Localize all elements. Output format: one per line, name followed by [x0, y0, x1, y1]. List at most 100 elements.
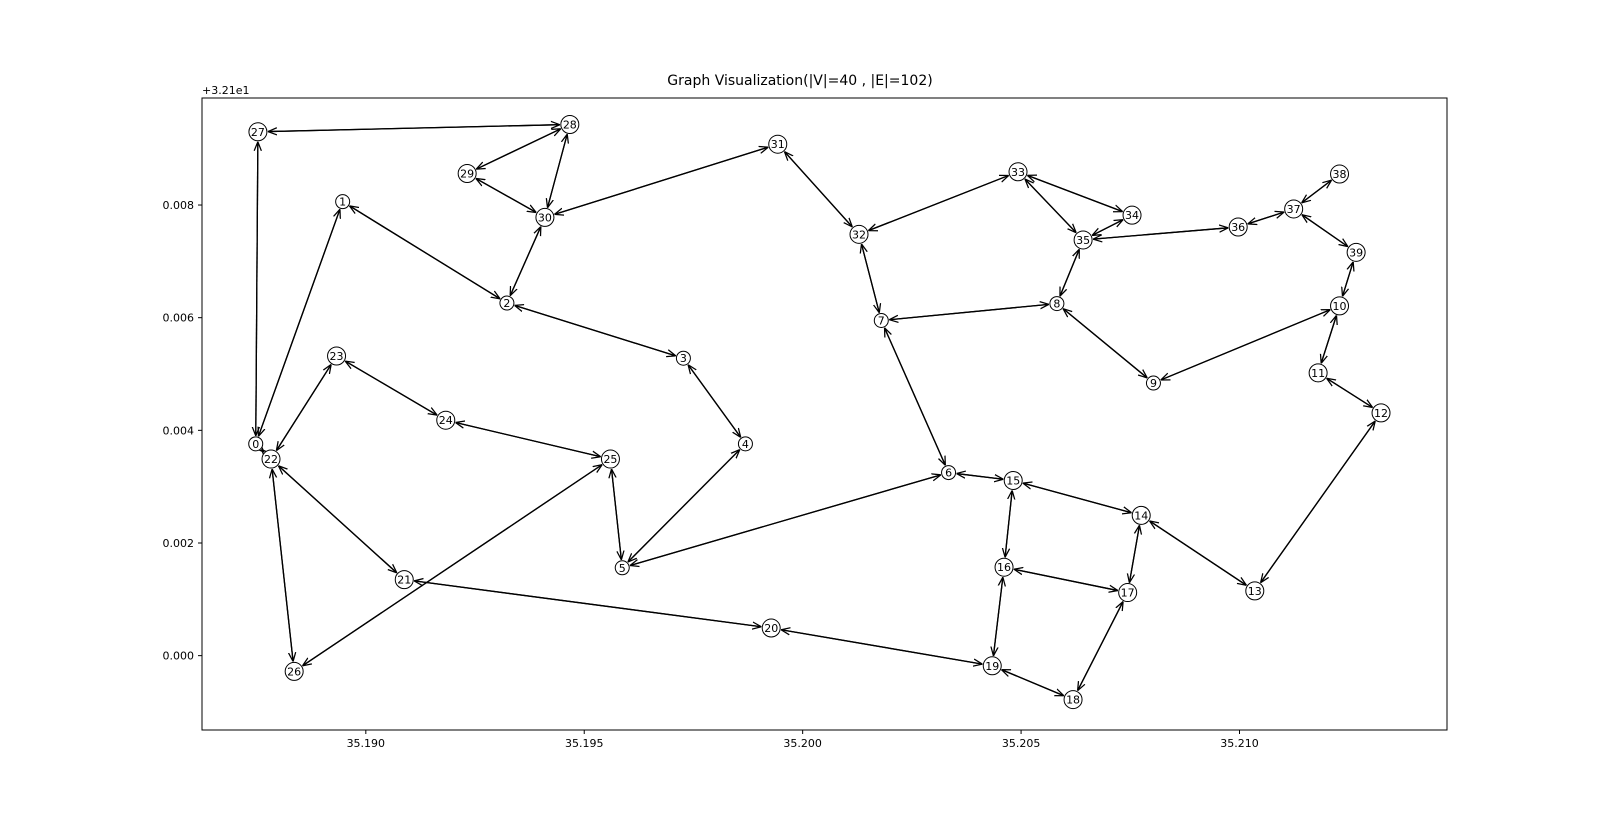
node-16 — [994, 557, 1014, 577]
edge-26-to-22 — [272, 469, 294, 662]
node-25 — [600, 449, 620, 469]
node-30 — [535, 207, 555, 227]
edge-7-to-6 — [883, 327, 946, 465]
edge-9-to-8 — [1063, 309, 1148, 379]
node-27 — [248, 122, 268, 142]
edge-39-to-37 — [1302, 215, 1349, 248]
edge-1-to-0 — [258, 208, 341, 436]
node-14 — [1131, 505, 1151, 525]
node-33 — [1008, 162, 1028, 182]
node-24 — [436, 410, 456, 430]
node-label-26: 26 — [287, 665, 301, 678]
edge-35-to-8 — [1060, 248, 1080, 296]
node-label-15: 15 — [1006, 474, 1020, 487]
node-label-1: 1 — [339, 196, 346, 209]
node-label-28: 28 — [563, 118, 577, 131]
node-5 — [614, 560, 630, 576]
node-8 — [1049, 296, 1065, 312]
edge-4-to-3 — [688, 365, 742, 438]
node-0 — [248, 436, 264, 452]
edge-13-to-12 — [1260, 421, 1376, 584]
y-tick-label: 0.002 — [163, 537, 195, 550]
edge-28-to-27 — [268, 124, 560, 132]
node-32 — [849, 224, 869, 244]
y-tick-label: 0.004 — [163, 424, 195, 437]
edge-35-to-33 — [1025, 179, 1077, 234]
node-23 — [327, 346, 347, 366]
edge-2-to-1 — [349, 206, 501, 300]
node-34 — [1122, 205, 1142, 225]
node-label-24: 24 — [439, 414, 453, 427]
edge-16-to-15 — [1004, 490, 1012, 558]
edge-19-to-18 — [1001, 669, 1063, 696]
y-tick-label: 0.008 — [163, 199, 195, 212]
edge-38-to-37 — [1302, 179, 1332, 203]
edge-36-to-35 — [1093, 227, 1229, 239]
edge-37-to-36 — [1248, 211, 1285, 224]
node-label-14: 14 — [1134, 509, 1148, 522]
node-label-39: 39 — [1349, 246, 1363, 259]
edge-17-to-16 — [1014, 569, 1119, 592]
node-label-27: 27 — [251, 126, 265, 139]
node-label-16: 16 — [997, 561, 1011, 574]
node-11 — [1308, 363, 1328, 383]
edge-31-to-30 — [554, 146, 769, 214]
x-tick-label: 35.210 — [1220, 737, 1259, 750]
node-label-19: 19 — [985, 660, 999, 673]
graph-edges — [256, 125, 1375, 696]
edge-26-to-25 — [302, 465, 602, 667]
chart-title: Graph Visualization(|V|=40 , |E|=102) — [667, 73, 932, 89]
node-3 — [675, 350, 691, 366]
node-label-32: 32 — [852, 228, 866, 241]
edge-8-to-7 — [889, 303, 1049, 319]
edge-11-to-10 — [1320, 315, 1336, 364]
y-tick-label: 0.006 — [163, 312, 195, 325]
edge-15-to-14 — [1022, 482, 1132, 513]
edge-33-to-32 — [868, 174, 1009, 230]
node-18 — [1063, 690, 1083, 710]
node-label-34: 34 — [1125, 209, 1139, 222]
edge-39-to-10 — [1342, 261, 1354, 296]
node-2 — [499, 295, 515, 311]
node-label-3: 3 — [680, 352, 687, 365]
node-35 — [1073, 230, 1093, 250]
node-26 — [284, 661, 304, 681]
x-tick-label: 35.190 — [347, 737, 386, 750]
node-label-11: 11 — [1311, 367, 1325, 380]
edge-23-to-22 — [276, 364, 332, 450]
node-29 — [457, 163, 477, 183]
edge-14-to-13 — [1149, 520, 1247, 585]
node-label-4: 4 — [742, 438, 749, 451]
edge-5-to-4 — [627, 450, 740, 563]
node-7 — [873, 312, 889, 328]
edge-15-to-6 — [957, 474, 1004, 480]
node-22 — [261, 449, 281, 469]
edge-20-to-19 — [780, 629, 982, 664]
edge-32-to-31 — [784, 152, 853, 228]
edge-29-to-28 — [475, 129, 561, 170]
node-39 — [1346, 242, 1366, 262]
edge-27-to-0 — [256, 141, 258, 436]
node-label-30: 30 — [538, 211, 552, 224]
edge-34-to-33 — [1027, 175, 1123, 213]
node-label-35: 35 — [1076, 234, 1090, 247]
node-label-21: 21 — [397, 574, 411, 587]
node-12 — [1371, 403, 1391, 423]
x-tick-label: 35.200 — [783, 737, 822, 750]
node-28 — [560, 114, 580, 134]
y-axis-ticks: 0.000 0.002 0.004 0.006 0.008 — [163, 199, 202, 663]
node-label-0: 0 — [252, 438, 259, 451]
edge-19-to-16 — [992, 577, 1002, 656]
node-label-6: 6 — [945, 467, 952, 480]
edge-12-to-11 — [1327, 378, 1373, 409]
node-label-29: 29 — [460, 167, 474, 180]
node-label-37: 37 — [1287, 203, 1301, 216]
node-label-38: 38 — [1333, 168, 1347, 181]
node-label-36: 36 — [1231, 221, 1245, 234]
graph-nodes: 0123456789101112131415161718192021222324… — [248, 114, 1391, 710]
node-label-23: 23 — [330, 350, 344, 363]
y-tick-label: 0.000 — [163, 650, 195, 663]
x-tick-label: 35.195 — [565, 737, 604, 750]
